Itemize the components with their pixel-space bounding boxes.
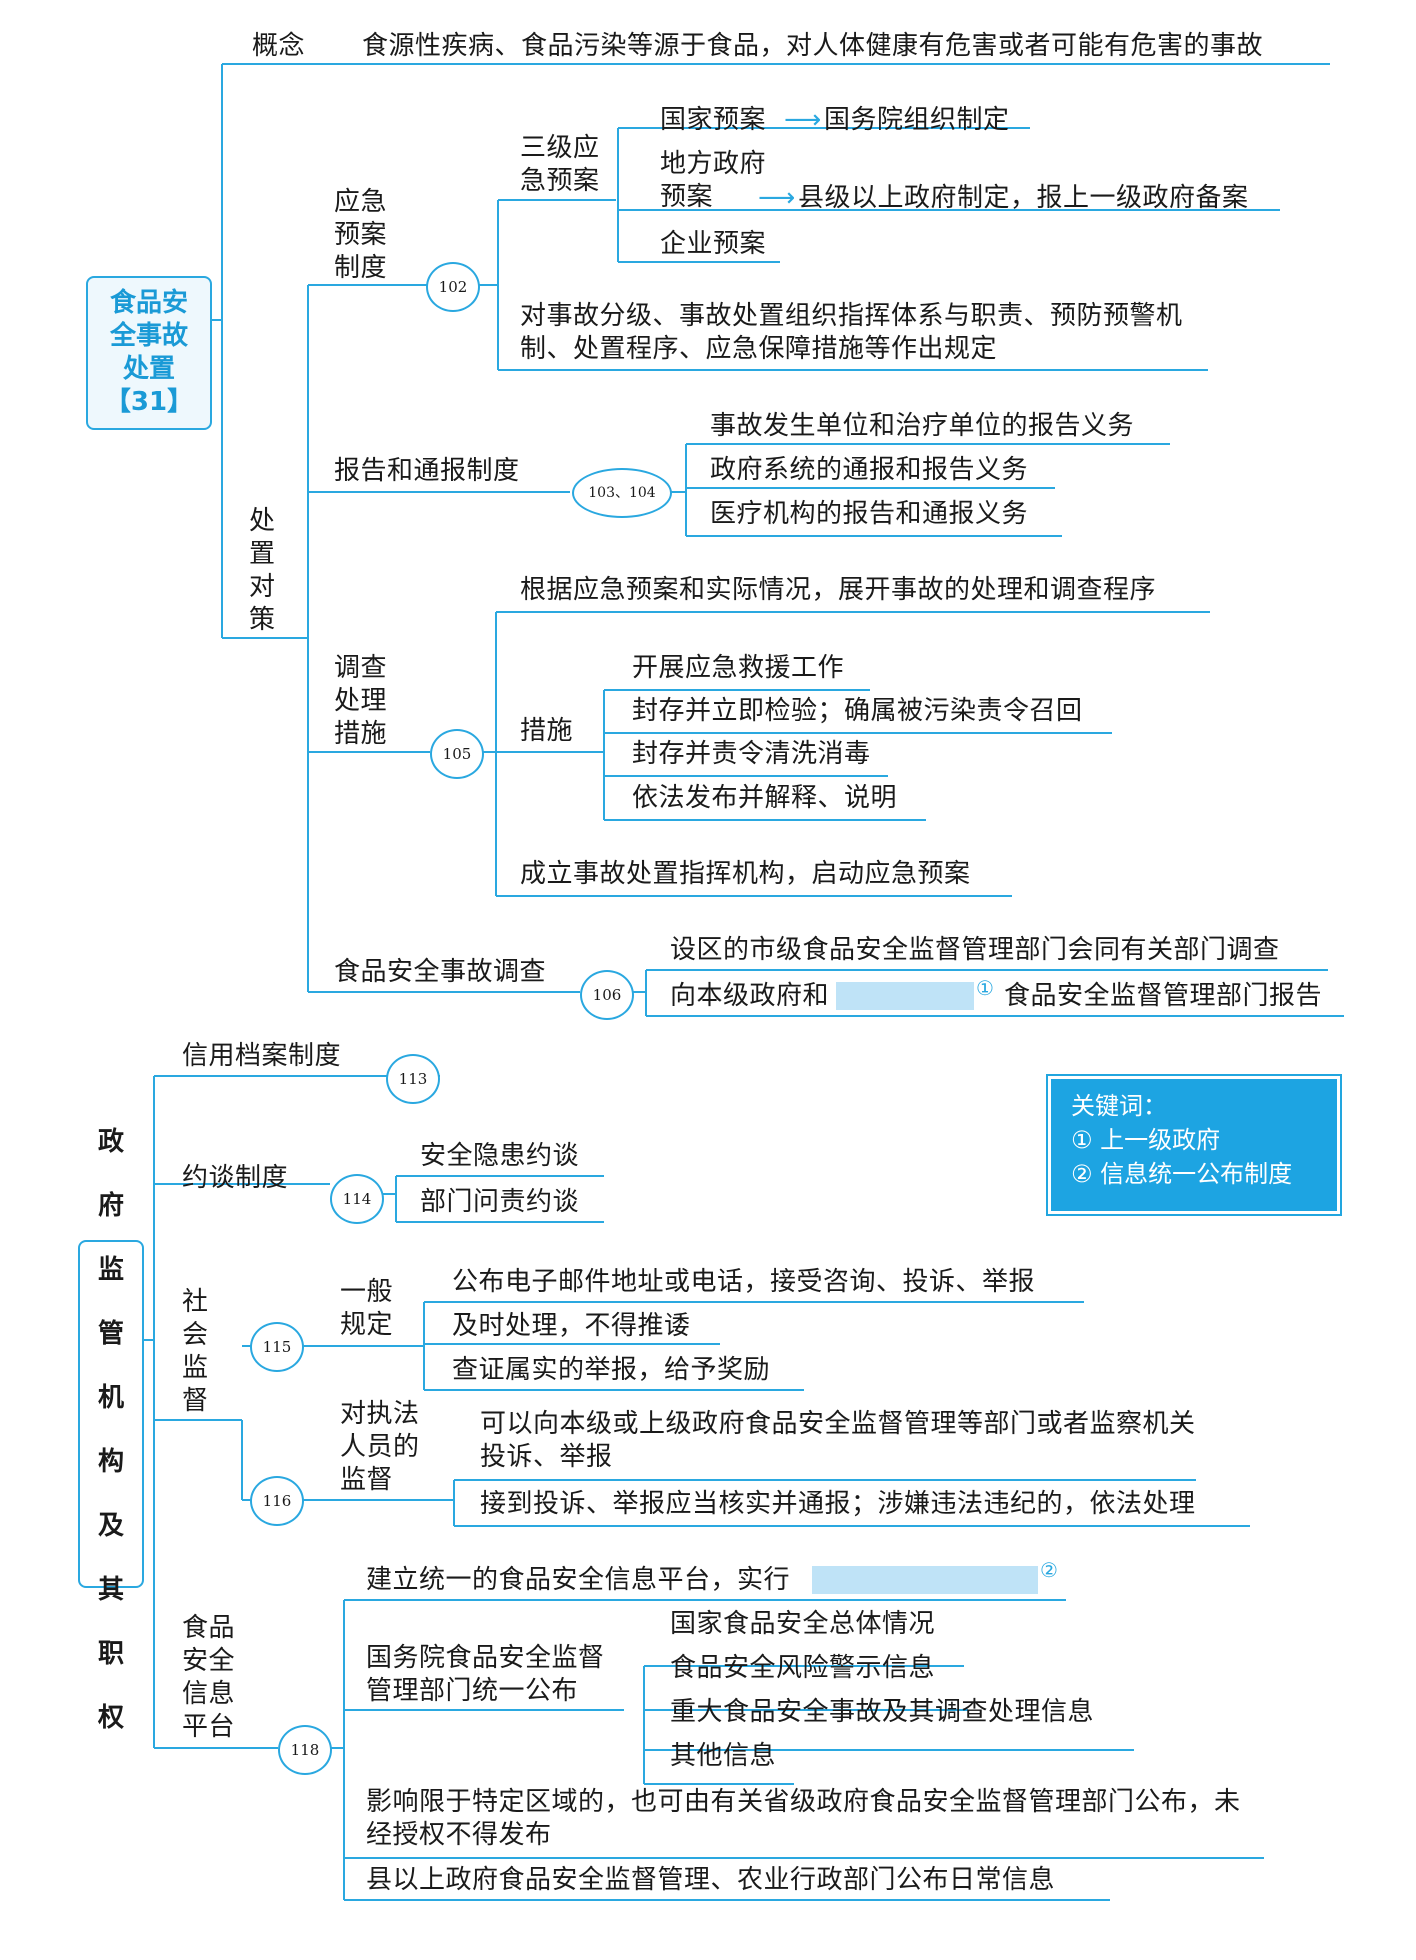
social-label: 社会监督 (182, 1287, 209, 1416)
general-item: 公布电子邮件地址或电话，接受咨询、投诉、举报 (452, 1267, 1036, 1297)
report-item: 事故发生单位和治疗单位的报告义务 (710, 411, 1135, 441)
concept-label: 概念 (252, 31, 306, 61)
step-item: 封存并立即检验；确属被污染责令召回 (632, 696, 1083, 726)
enforcer-item: 可以向本级或上级政府食品安全监督管理等部门或者监察机关投诉、举报 (480, 1409, 1196, 1472)
blank-mark-1: ① (976, 976, 994, 1000)
survey-report-suffix: 食品安全监督管理部门报告 (1004, 981, 1323, 1011)
survey-report-prefix: 向本级政府和 (670, 981, 830, 1011)
fill-blank-1 (836, 982, 974, 1010)
badge-114: 114 (330, 1174, 384, 1224)
interview-item: 部门问责约谈 (420, 1187, 580, 1217)
step-item: 依法发布并解释、说明 (632, 783, 898, 813)
general-item: 及时处理，不得推诿 (452, 1311, 691, 1341)
plan-rule: 对事故分级、事故处置组织指挥体系与职责、预防预警机制、处置程序、应急保障措施等作… (520, 301, 1183, 364)
report-item: 政府系统的通报和报告义务 (710, 455, 1029, 485)
state-item: 国家食品安全总体情况 (670, 1609, 936, 1639)
interview-label: 约谈制度 (182, 1163, 289, 1193)
platform-label: 食品安全信息平台 (182, 1613, 236, 1742)
national-plan-target: 国务院组织制定 (824, 105, 1010, 135)
badge-106: 106 (580, 970, 634, 1020)
steps-label: 措施 (520, 716, 574, 746)
arrow-right-icon: ⟶ (758, 183, 796, 213)
state-item: 其他信息 (670, 1741, 777, 1771)
keyword-item: ① 上一级政府 (1071, 1126, 1221, 1154)
state-item: 重大食品安全事故及其调查处理信息 (670, 1697, 1095, 1727)
blank-mark-2: ② (1040, 1558, 1058, 1582)
national-plan: 国家预案 (660, 105, 767, 135)
local-plan-target: 县级以上政府制定，报上一级政府备案 (798, 183, 1249, 213)
step-item: 开展应急救援工作 (632, 653, 845, 683)
keywords-box: 关键词： ① 上一级政府 ② 信息统一公布制度 (1046, 1074, 1342, 1216)
step-item: 封存并责令清洗消毒 (632, 739, 871, 769)
local-plan: 地方政府预案 (660, 149, 767, 212)
measures-label: 处置对策 (249, 506, 276, 635)
regional-publish: 影响限于特定区域的，也可由有关省级政府食品安全监督管理部门公布，未经授权不得发布 (366, 1787, 1241, 1850)
platform-build-prefix: 建立统一的食品安全信息平台，实行 (366, 1565, 791, 1595)
badge-115: 115 (250, 1322, 304, 1372)
interview-item: 安全隐患约谈 (420, 1141, 580, 1171)
daily-publish: 县以上政府食品安全监督管理、农业行政部门公布日常信息 (366, 1865, 1056, 1895)
arrow-right-icon: ⟶ (784, 105, 822, 135)
badge-116: 116 (250, 1476, 304, 1526)
enterprise-plan: 企业预案 (660, 229, 767, 259)
survey-item: 设区的市级食品安全监督管理部门会同有关部门调查 (670, 935, 1280, 965)
plan-label: 应急预案制度 (334, 187, 388, 283)
report-item: 医疗机构的报告和通报义务 (710, 499, 1029, 529)
enforcer-label: 对执法人员的监督 (340, 1399, 420, 1495)
investigate-label: 调查处理措施 (334, 653, 388, 749)
general-label: 一般规定 (340, 1277, 394, 1340)
concept-text: 食源性疾病、食品污染等源于食品，对人体健康有危害或者可能有危害的事故 (362, 31, 1264, 61)
credit-label: 信用档案制度 (182, 1041, 342, 1071)
state-item: 食品安全风险警示信息 (670, 1653, 936, 1683)
enforcer-item: 接到投诉、举报应当核实并通报；涉嫌违法违纪的，依法处理 (480, 1489, 1196, 1519)
badge-105: 105 (430, 729, 484, 779)
fill-blank-2 (812, 1566, 1038, 1594)
investigate-last: 成立事故处置指挥机构，启动应急预案 (520, 859, 971, 889)
keywords-title: 关键词： (1071, 1092, 1167, 1120)
badge-102: 102 (426, 262, 480, 312)
keyword-item: ② 信息统一公布制度 (1071, 1160, 1293, 1188)
three-level-plan-label: 三级应急预案 (520, 133, 600, 196)
badge-103-104: 103、104 (572, 468, 672, 518)
badge-118: 118 (278, 1725, 332, 1775)
investigate-first: 根据应急预案和实际情况，展开事故的处理和调查程序 (520, 575, 1157, 605)
survey-label: 食品安全事故调查 (334, 957, 547, 987)
general-item: 查证属实的举报，给予奖励 (452, 1355, 771, 1385)
badge-113: 113 (386, 1054, 440, 1104)
state-publish-label: 国务院食品安全监督管理部门统一公布 (366, 1643, 605, 1706)
root-node-government-supervision: 政 府 监 管 机 构 及 其 职 权 (78, 1127, 144, 1733)
report-label: 报告和通报制度 (334, 456, 520, 486)
root-node-food-safety-accident: 食品安全事故处置【31】 (86, 276, 212, 430)
